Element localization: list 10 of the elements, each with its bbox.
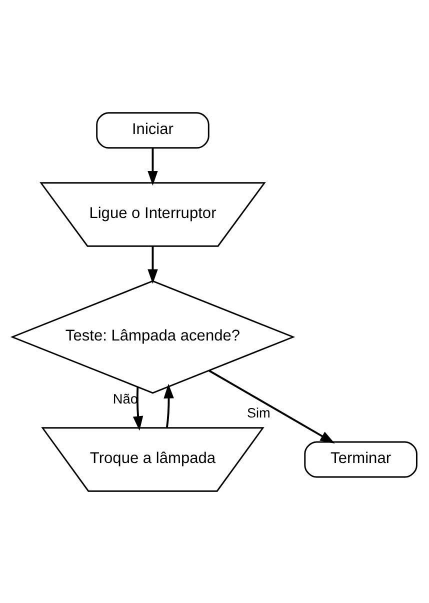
arrow bbox=[132, 386, 144, 430]
node-diamond: Teste: Lâmpada acende? bbox=[10, 280, 296, 394]
arrow bbox=[208, 369, 335, 443]
arrow bbox=[148, 148, 158, 186]
node-box: Iniciar bbox=[96, 112, 210, 148]
arrow bbox=[164, 383, 174, 428]
arrow bbox=[148, 246, 158, 284]
node-box: Terminar bbox=[304, 440, 418, 478]
edge-label: Não bbox=[112, 391, 138, 406]
edge-label: Sim bbox=[246, 404, 270, 420]
